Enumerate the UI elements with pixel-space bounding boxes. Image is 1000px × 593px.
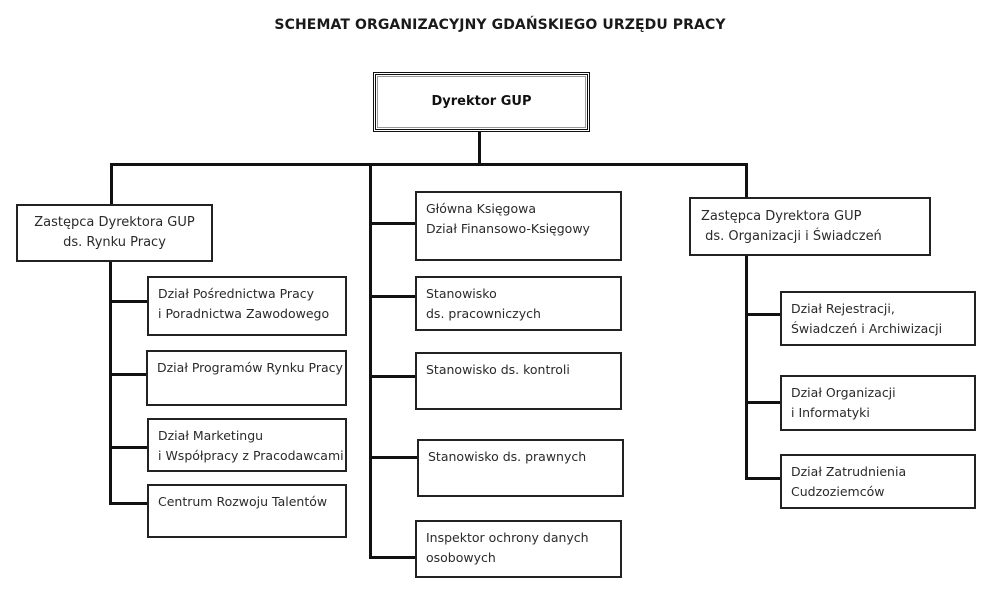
connector-right-head	[745, 163, 748, 198]
connector-left-tick	[109, 300, 148, 303]
unit-label: Dział Organizacji i Informatyki	[791, 385, 896, 420]
connector-right-spine	[745, 255, 748, 479]
unit-node: Inspektor ochrony danych osobowych	[415, 520, 622, 578]
connector-left-spine	[109, 261, 112, 505]
connector-center-spine	[369, 163, 372, 558]
connector-center-tick	[369, 295, 416, 298]
connector-main-horizontal	[110, 163, 748, 166]
unit-label: Stanowisko ds. pracowniczych	[426, 286, 541, 321]
unit-label: Dział Zatrudnienia Cudzoziemców	[791, 464, 907, 499]
unit-label: Centrum Rozwoju Talentów	[158, 494, 328, 509]
unit-node: Główna Księgowa Dział Finansowo-Księgowy	[415, 191, 622, 261]
unit-node: Dział Zatrudnienia Cudzoziemców	[780, 454, 976, 509]
connector-left-tick	[109, 373, 148, 376]
unit-label: Dział Programów Rynku Pracy	[157, 360, 343, 375]
unit-label: Dział Rejestracji, Świadczeń i Archiwiza…	[791, 301, 943, 336]
deputy-organization-label: Zastępca Dyrektora GUP ds. Organizacji i…	[701, 208, 882, 244]
connector-center-tick	[369, 375, 416, 378]
connector-left-head	[110, 163, 113, 205]
director-node: Dyrektor GUP	[373, 72, 590, 132]
unit-node: Centrum Rozwoju Talentów	[147, 484, 347, 538]
unit-node: Dział Pośrednictwa Pracy i Poradnictwa Z…	[147, 276, 347, 336]
unit-node: Dział Rejestracji, Świadczeń i Archiwiza…	[780, 291, 976, 346]
connector-right-tick	[745, 477, 781, 480]
connector-director-down	[478, 130, 481, 165]
deputy-labor-market-label: Zastępca Dyrektora GUP ds. Rynku Pracy	[34, 215, 195, 250]
unit-node: Dział Organizacji i Informatyki	[780, 375, 976, 431]
connector-left-tick	[109, 502, 148, 505]
connector-right-tick	[745, 401, 781, 404]
unit-node: Dział Programów Rynku Pracy	[146, 350, 347, 406]
unit-node: Stanowisko ds. pracowniczych	[415, 276, 622, 331]
unit-node: Stanowisko ds. kontroli	[415, 352, 622, 410]
unit-label: Stanowisko ds. kontroli	[426, 362, 570, 377]
unit-label: Główna Księgowa Dział Finansowo-Księgowy	[426, 201, 590, 236]
unit-label: Inspektor ochrony danych osobowych	[426, 530, 589, 565]
connector-left-tick	[109, 446, 148, 449]
connector-center-tick	[369, 456, 418, 459]
deputy-organization-node: Zastępca Dyrektora GUP ds. Organizacji i…	[689, 197, 931, 256]
unit-label: Dział Pośrednictwa Pracy i Poradnictwa Z…	[158, 286, 330, 321]
unit-node: Dział Marketingu i Współpracy z Pracodaw…	[147, 418, 347, 472]
chart-title: SCHEMAT ORGANIZACYJNY GDAŃSKIEGO URZĘDU …	[274, 17, 726, 33]
deputy-labor-market-node: Zastępca Dyrektora GUP ds. Rynku Pracy	[16, 204, 213, 262]
connector-center-tick	[369, 222, 416, 225]
unit-label: Dział Marketingu i Współpracy z Pracodaw…	[158, 428, 344, 463]
connector-right-tick	[745, 313, 781, 316]
unit-node: Stanowisko ds. prawnych	[417, 439, 624, 497]
connector-center-tick	[369, 556, 416, 559]
director-label: Dyrektor GUP	[431, 94, 532, 109]
unit-label: Stanowisko ds. prawnych	[428, 449, 587, 464]
